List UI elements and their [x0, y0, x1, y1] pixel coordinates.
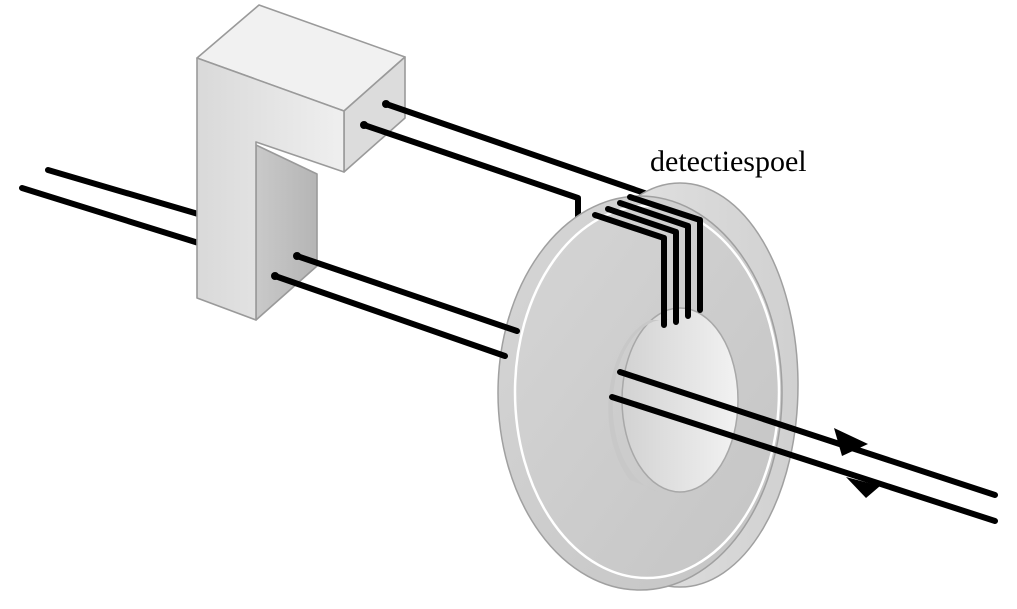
signal-wire-top-1: [383, 101, 691, 211]
coil-winding-2: [617, 200, 691, 319]
ring-core: [497, 182, 799, 591]
detection-coil: [592, 194, 703, 328]
ring-face-highlight: [513, 204, 781, 580]
box-leg-side-face: [255, 144, 318, 321]
current-arrow-incoming: [846, 477, 880, 498]
terminal-low-2: [271, 272, 279, 280]
coil-label: detectiespoel: [650, 145, 807, 178]
signal-wire-low-1: [294, 253, 520, 334]
coil-winding-1: [605, 206, 679, 325]
ring-hole: [621, 307, 739, 493]
current-cables: [271, 272, 998, 524]
current-cable-lower: [609, 394, 998, 524]
current-arrows: [834, 428, 880, 498]
current-cables-left: [19, 167, 208, 248]
signal-wire-top-2: [361, 122, 581, 241]
current-cable-upper: [617, 369, 998, 498]
current-cable-front: [272, 273, 508, 359]
coil-winding-0: [592, 212, 667, 328]
current-arrow-outgoing: [834, 428, 868, 456]
current-cable-upper-left: [45, 167, 208, 219]
terminal-low-1: [293, 252, 301, 260]
terminal-top-1: [382, 100, 390, 108]
box-front-face: [196, 57, 345, 321]
terminal-top-2: [360, 121, 368, 129]
signal-wire-lower-group: [293, 252, 520, 334]
coil-winding-3: [627, 194, 703, 313]
detector-box: [196, 4, 406, 321]
current-cable-lower-left: [19, 185, 208, 248]
